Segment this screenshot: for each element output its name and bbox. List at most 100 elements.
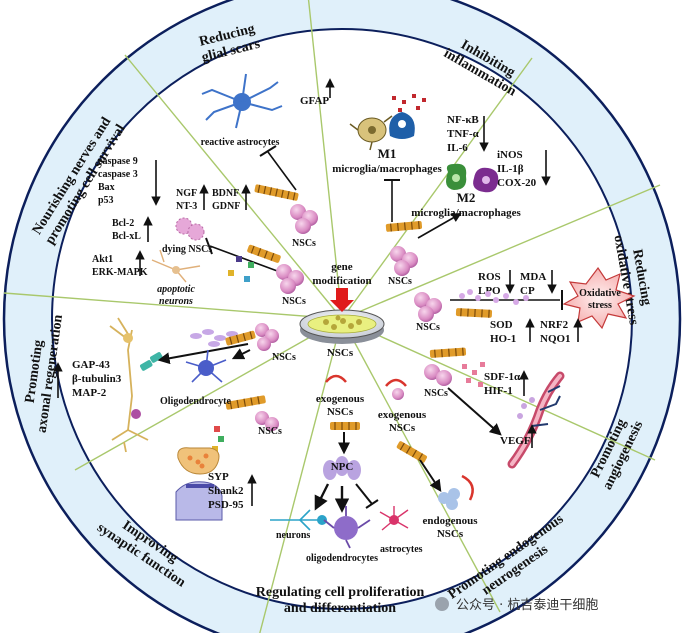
- m2-sub-label: microglia/macrophages: [411, 207, 521, 219]
- prolif-exo-label-1: exogenous: [316, 393, 365, 405]
- endo-exo-label-2: NSCs: [389, 422, 416, 434]
- mda-label: MDA: [520, 271, 546, 283]
- npc-cells: [323, 456, 361, 480]
- oligodendrocyte-label: Oligodendrocyte: [160, 396, 231, 407]
- endo-cycle-arrow: [461, 474, 474, 501]
- glial-nscs-label: NSCs: [292, 238, 316, 249]
- btubulin3-label: β-tubulin3: [72, 373, 122, 385]
- oxidative-nscs-label: NSCs: [416, 322, 440, 333]
- nourish-nscs-label: NSCs: [282, 296, 306, 307]
- bdnf-label: BDNF: [212, 188, 239, 199]
- oxidative-stress-burst: [562, 266, 636, 330]
- synaptic-marker-dots: [212, 426, 224, 452]
- astrocytes-label: astrocytes: [380, 544, 423, 555]
- caspase3-label: caspase 3: [98, 169, 138, 180]
- dna-helix-icon: [455, 308, 493, 318]
- sdf1a-label: SDF-1α: [484, 371, 521, 383]
- shank2-label: Shank2: [208, 485, 244, 497]
- endo-exo-label-1: exogenous: [378, 409, 427, 421]
- endo-label-2: NSCs: [437, 528, 464, 540]
- reactive-astrocytes-label: reactive astrocytes: [201, 137, 280, 148]
- nscs-cluster-synaptic: [255, 411, 279, 431]
- synapse-icon: [175, 447, 223, 521]
- m1-label: M1: [378, 146, 397, 161]
- cp-label: CP: [520, 285, 535, 297]
- vegf-label: VEGF: [500, 435, 531, 447]
- nscs-cluster-glial: [290, 204, 318, 234]
- dna-helix-icon: [225, 395, 266, 410]
- stress-label-2: stress: [588, 300, 612, 311]
- endo-arrow: [419, 459, 442, 492]
- nscs-cluster-nourish: [276, 264, 304, 294]
- exo-nscs-cells-endo: [392, 388, 404, 400]
- center-modification-label: modification: [312, 275, 371, 287]
- m2-promote-arrow: [417, 213, 462, 239]
- il1b-label: IL-1β: [497, 163, 524, 175]
- to-neurons-arrow: [314, 483, 330, 511]
- to-oligo-arrow-axonal: [231, 348, 251, 360]
- prolif-cycle-arrow: [325, 374, 347, 383]
- m2-macrophage-icon: [446, 163, 499, 193]
- m1-macrophage-icon: [389, 112, 415, 139]
- center-petri-dish: [299, 309, 385, 344]
- nqo1-label: NQO1: [540, 333, 571, 345]
- ros-particles: [459, 289, 529, 305]
- npc-label: NPC: [331, 461, 354, 473]
- bax-label: Bax: [98, 182, 115, 193]
- m2-label: M2: [457, 190, 476, 205]
- syp-label: SYP: [208, 471, 229, 483]
- ho1-label: HO-1: [490, 333, 516, 345]
- segment-dividers: [3, 0, 661, 633]
- inflam-nscs-label: NSCs: [388, 276, 412, 287]
- synaptic-nscs-label: NSCs: [258, 426, 282, 437]
- prolif-exo-label-2: NSCs: [327, 406, 354, 418]
- dna-helix-icon: [247, 244, 281, 263]
- lpo-label: LPO: [478, 285, 501, 297]
- bclxl-label: Bcl-xL: [112, 231, 141, 242]
- neuron-with-axon-icon: [109, 317, 163, 453]
- map2-label: MAP-2: [72, 387, 107, 399]
- center-red-arrow: [330, 288, 354, 312]
- dna-helix-icon: [254, 184, 299, 201]
- erk-label: ERK-MAPK: [92, 267, 148, 278]
- psd95-label: PSD-95: [208, 499, 244, 511]
- dna-helix-icon: [429, 347, 467, 358]
- ngf-label: NGF: [176, 188, 197, 199]
- nscs-cluster-axonal: [255, 323, 279, 351]
- center-nscs-label: NSCs: [327, 347, 354, 359]
- nrf2-label: NRF2: [540, 319, 569, 331]
- caspase9-label: caspase 9: [98, 156, 138, 167]
- m1-microglia-icon: [349, 115, 393, 151]
- apoptotic-label-2: neurons: [159, 296, 193, 307]
- endogenous-nscs-cells: [438, 488, 460, 510]
- neurons-label: neurons: [276, 530, 310, 541]
- dying-nscs-label: dying NSCs: [162, 244, 212, 255]
- dna-helix-icon: [385, 221, 423, 232]
- oligodendrocyte-icon: [185, 349, 227, 383]
- survival-inhibition-line: [209, 245, 281, 273]
- watermark: 公众号 · 杭吉泰迪干细胞: [435, 597, 598, 613]
- cox20-label: COX-20: [497, 177, 537, 189]
- p53-label: p53: [98, 195, 114, 206]
- vegf-particles: [517, 397, 535, 419]
- endo-label-1: endogenous: [422, 515, 478, 527]
- il6-label: IL-6: [447, 142, 468, 154]
- dna-helix-icon: [225, 330, 256, 346]
- to-astro-inhibit: [355, 483, 373, 505]
- hif1-label: HIF-1: [484, 385, 513, 397]
- oligodendrocytes-icon: [323, 506, 371, 549]
- gap43-label: GAP-43: [72, 359, 110, 371]
- exo-nscs-cycle-arrow: [385, 378, 407, 387]
- nfkb-label: NF-κB: [447, 114, 479, 126]
- apoptotic-neuron-icon: [151, 249, 201, 283]
- reactive-astrocyte-icon: [201, 73, 283, 129]
- cytokine-dots: [392, 94, 426, 112]
- dying-nscs-cells: [175, 217, 205, 241]
- nscs-cluster-inflammation: [390, 246, 418, 276]
- apoptotic-label-1: apoptotic: [157, 284, 195, 295]
- akt1-label: Akt1: [92, 254, 113, 265]
- tnfa-label: TNF-α: [447, 128, 480, 140]
- m1-sub-label: microglia/macrophages: [332, 163, 442, 175]
